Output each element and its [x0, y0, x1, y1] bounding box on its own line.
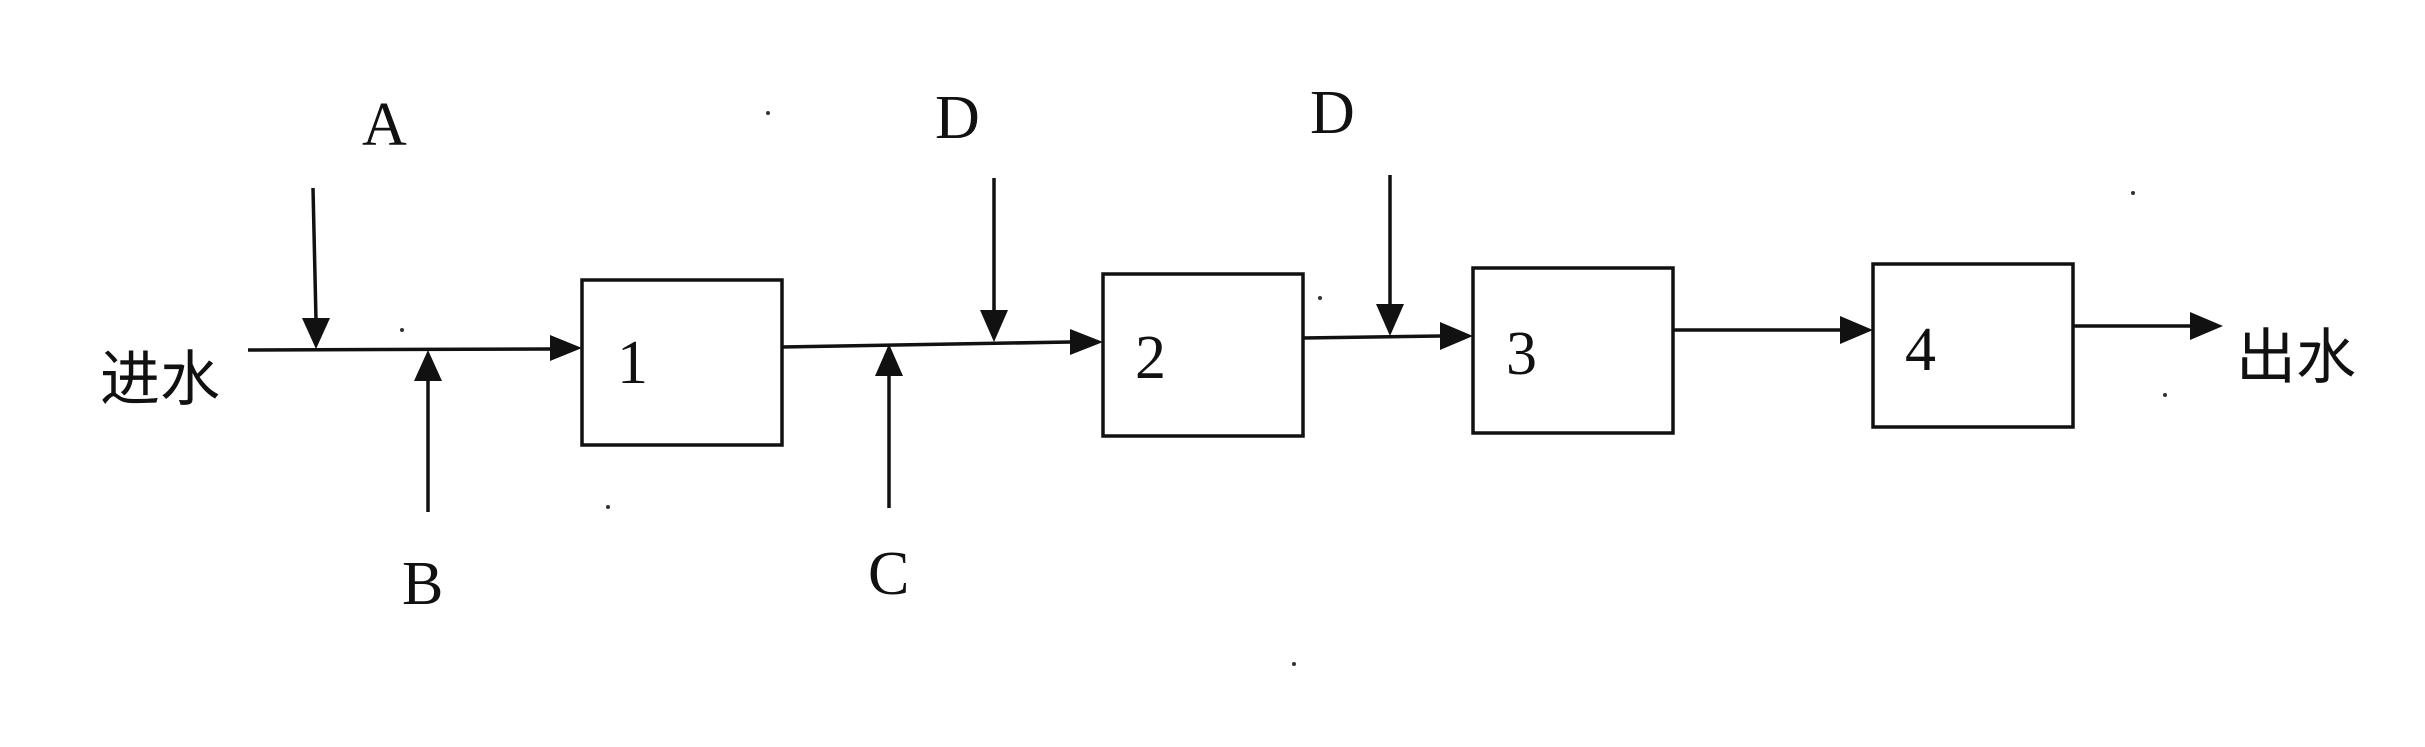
- dosing-d1-label: D: [935, 84, 980, 152]
- dosing-b-arrowhead: [414, 350, 442, 381]
- scan-speck: [400, 328, 404, 332]
- unit-2-box: [1101, 272, 1305, 438]
- flow-line-1-2: [781, 340, 1071, 349]
- dosing-d1-arrowhead: [980, 310, 1008, 342]
- dosing-c-label: C: [868, 540, 909, 608]
- scan-speck: [766, 111, 770, 115]
- dosing-c-arrowhead: [875, 344, 903, 376]
- scan-speck: [1318, 296, 1322, 300]
- scan-speck: [2163, 393, 2167, 397]
- inlet-label: 进水: [100, 345, 220, 415]
- flow-line-2-3: [1302, 334, 1441, 340]
- dosing-a-arrowhead: [302, 318, 330, 349]
- unit-1-label: 1: [617, 329, 648, 397]
- dosing-a-line: [311, 187, 318, 321]
- inlet-flow-line: [247, 347, 551, 352]
- arrow-to-unit-2: [1070, 329, 1103, 355]
- unit-4-box: [1871, 262, 2075, 429]
- outlet-label: 出水: [2236, 323, 2356, 393]
- scan-speck: [606, 505, 610, 509]
- unit-3-box: [1471, 266, 1675, 435]
- dosing-d2-arrowhead: [1376, 304, 1404, 336]
- unit-2-label: 2: [1135, 324, 1166, 392]
- dosing-d2-label: D: [1310, 79, 1355, 147]
- arrow-to-unit-1: [550, 335, 582, 361]
- arrow-to-unit-4: [1840, 316, 1873, 344]
- outlet-arrowhead: [2190, 312, 2223, 340]
- unit-3-label: 3: [1506, 320, 1537, 388]
- unit-4-label: 4: [1905, 316, 1936, 384]
- unit-1-box: [580, 278, 784, 447]
- dosing-a-label: A: [362, 91, 407, 159]
- scan-speck: [1292, 662, 1296, 666]
- scan-speck: [2131, 191, 2135, 195]
- dosing-b-label: B: [402, 550, 443, 618]
- arrow-to-unit-3: [1440, 322, 1473, 350]
